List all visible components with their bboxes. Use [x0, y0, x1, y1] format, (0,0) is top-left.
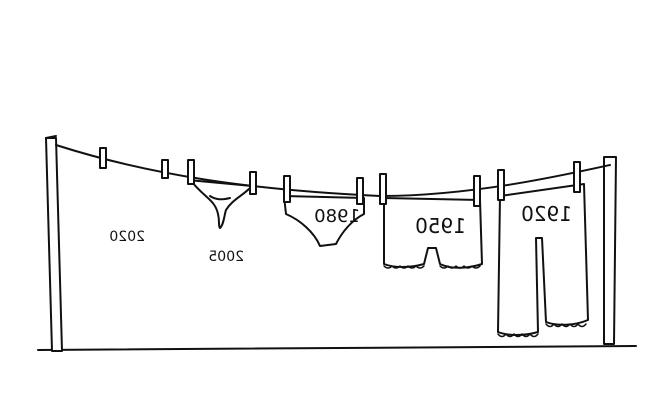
- shorts-1950: [379, 173, 483, 269]
- label-1950: 1950: [415, 214, 466, 238]
- clothespin: [573, 161, 581, 193]
- clothespin: [356, 177, 364, 205]
- label-1920: 1920: [521, 202, 572, 226]
- left-pole-top: [45, 135, 57, 139]
- right-pole: [603, 156, 617, 345]
- thong-2005: [187, 159, 257, 229]
- clothespin: [161, 159, 169, 179]
- clothespin: [249, 171, 257, 195]
- clothespin: [379, 173, 387, 205]
- clothespin: [497, 169, 505, 201]
- clothespin: [99, 147, 107, 169]
- label-2020: 2020: [109, 229, 145, 245]
- clothesline-rope: [55, 144, 611, 197]
- clothespin: [283, 175, 291, 203]
- bloomers-1920: [497, 161, 589, 338]
- label-2005: 2005: [208, 249, 244, 265]
- clothespin: [187, 159, 195, 185]
- clothespin: [473, 175, 481, 207]
- brief-1980: [283, 175, 365, 247]
- label-1980: 1980: [314, 206, 360, 227]
- ground-line: [37, 345, 637, 351]
- left-pole: [45, 137, 63, 352]
